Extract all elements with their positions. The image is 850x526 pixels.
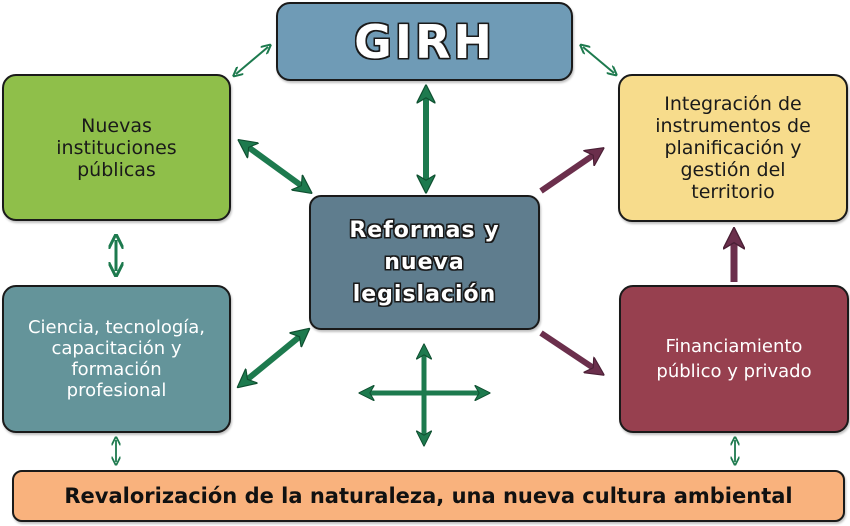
- node-ciencia-tecnologia: Ciencia, tecnología, capacitación y form…: [2, 285, 231, 433]
- arrow-reformas-financiamiento: [539, 330, 598, 371]
- arrow-nuevas-reformas: [244, 144, 306, 189]
- girh-title-box: GIRH: [276, 2, 573, 81]
- footer-label: Revalorización de la naturaleza, una nue…: [64, 484, 793, 508]
- footer-revalorizacion-naturaleza: Revalorización de la naturaleza, una nue…: [12, 470, 845, 522]
- node-financiamiento: Financiamiento público y privado: [619, 285, 849, 433]
- node-label: Reformas y nueva legislación: [349, 217, 500, 307]
- girh-title: GIRH: [354, 14, 495, 69]
- arrow-ciencia-reformas: [243, 333, 304, 383]
- node-integracion-instrumentos: Integración de instrumentos de planifica…: [618, 74, 848, 222]
- arrow-girh-nuevas: [236, 47, 268, 74]
- node-label: Nuevas instituciones públicas: [56, 114, 177, 181]
- node-reformas-legislacion: Reformas y nueva legislación: [309, 195, 540, 330]
- arrow-girh-integracion: [583, 47, 614, 73]
- arrow-reformas-integracion: [539, 152, 598, 194]
- four-way-arrow: [365, 350, 484, 440]
- node-label: Integración de instrumentos de planifica…: [655, 93, 811, 203]
- node-label: Financiamiento público y privado: [656, 336, 812, 382]
- node-nuevas-instituciones: Nuevas instituciones públicas: [2, 74, 231, 221]
- node-label: Ciencia, tecnología, capacitación y form…: [27, 317, 206, 401]
